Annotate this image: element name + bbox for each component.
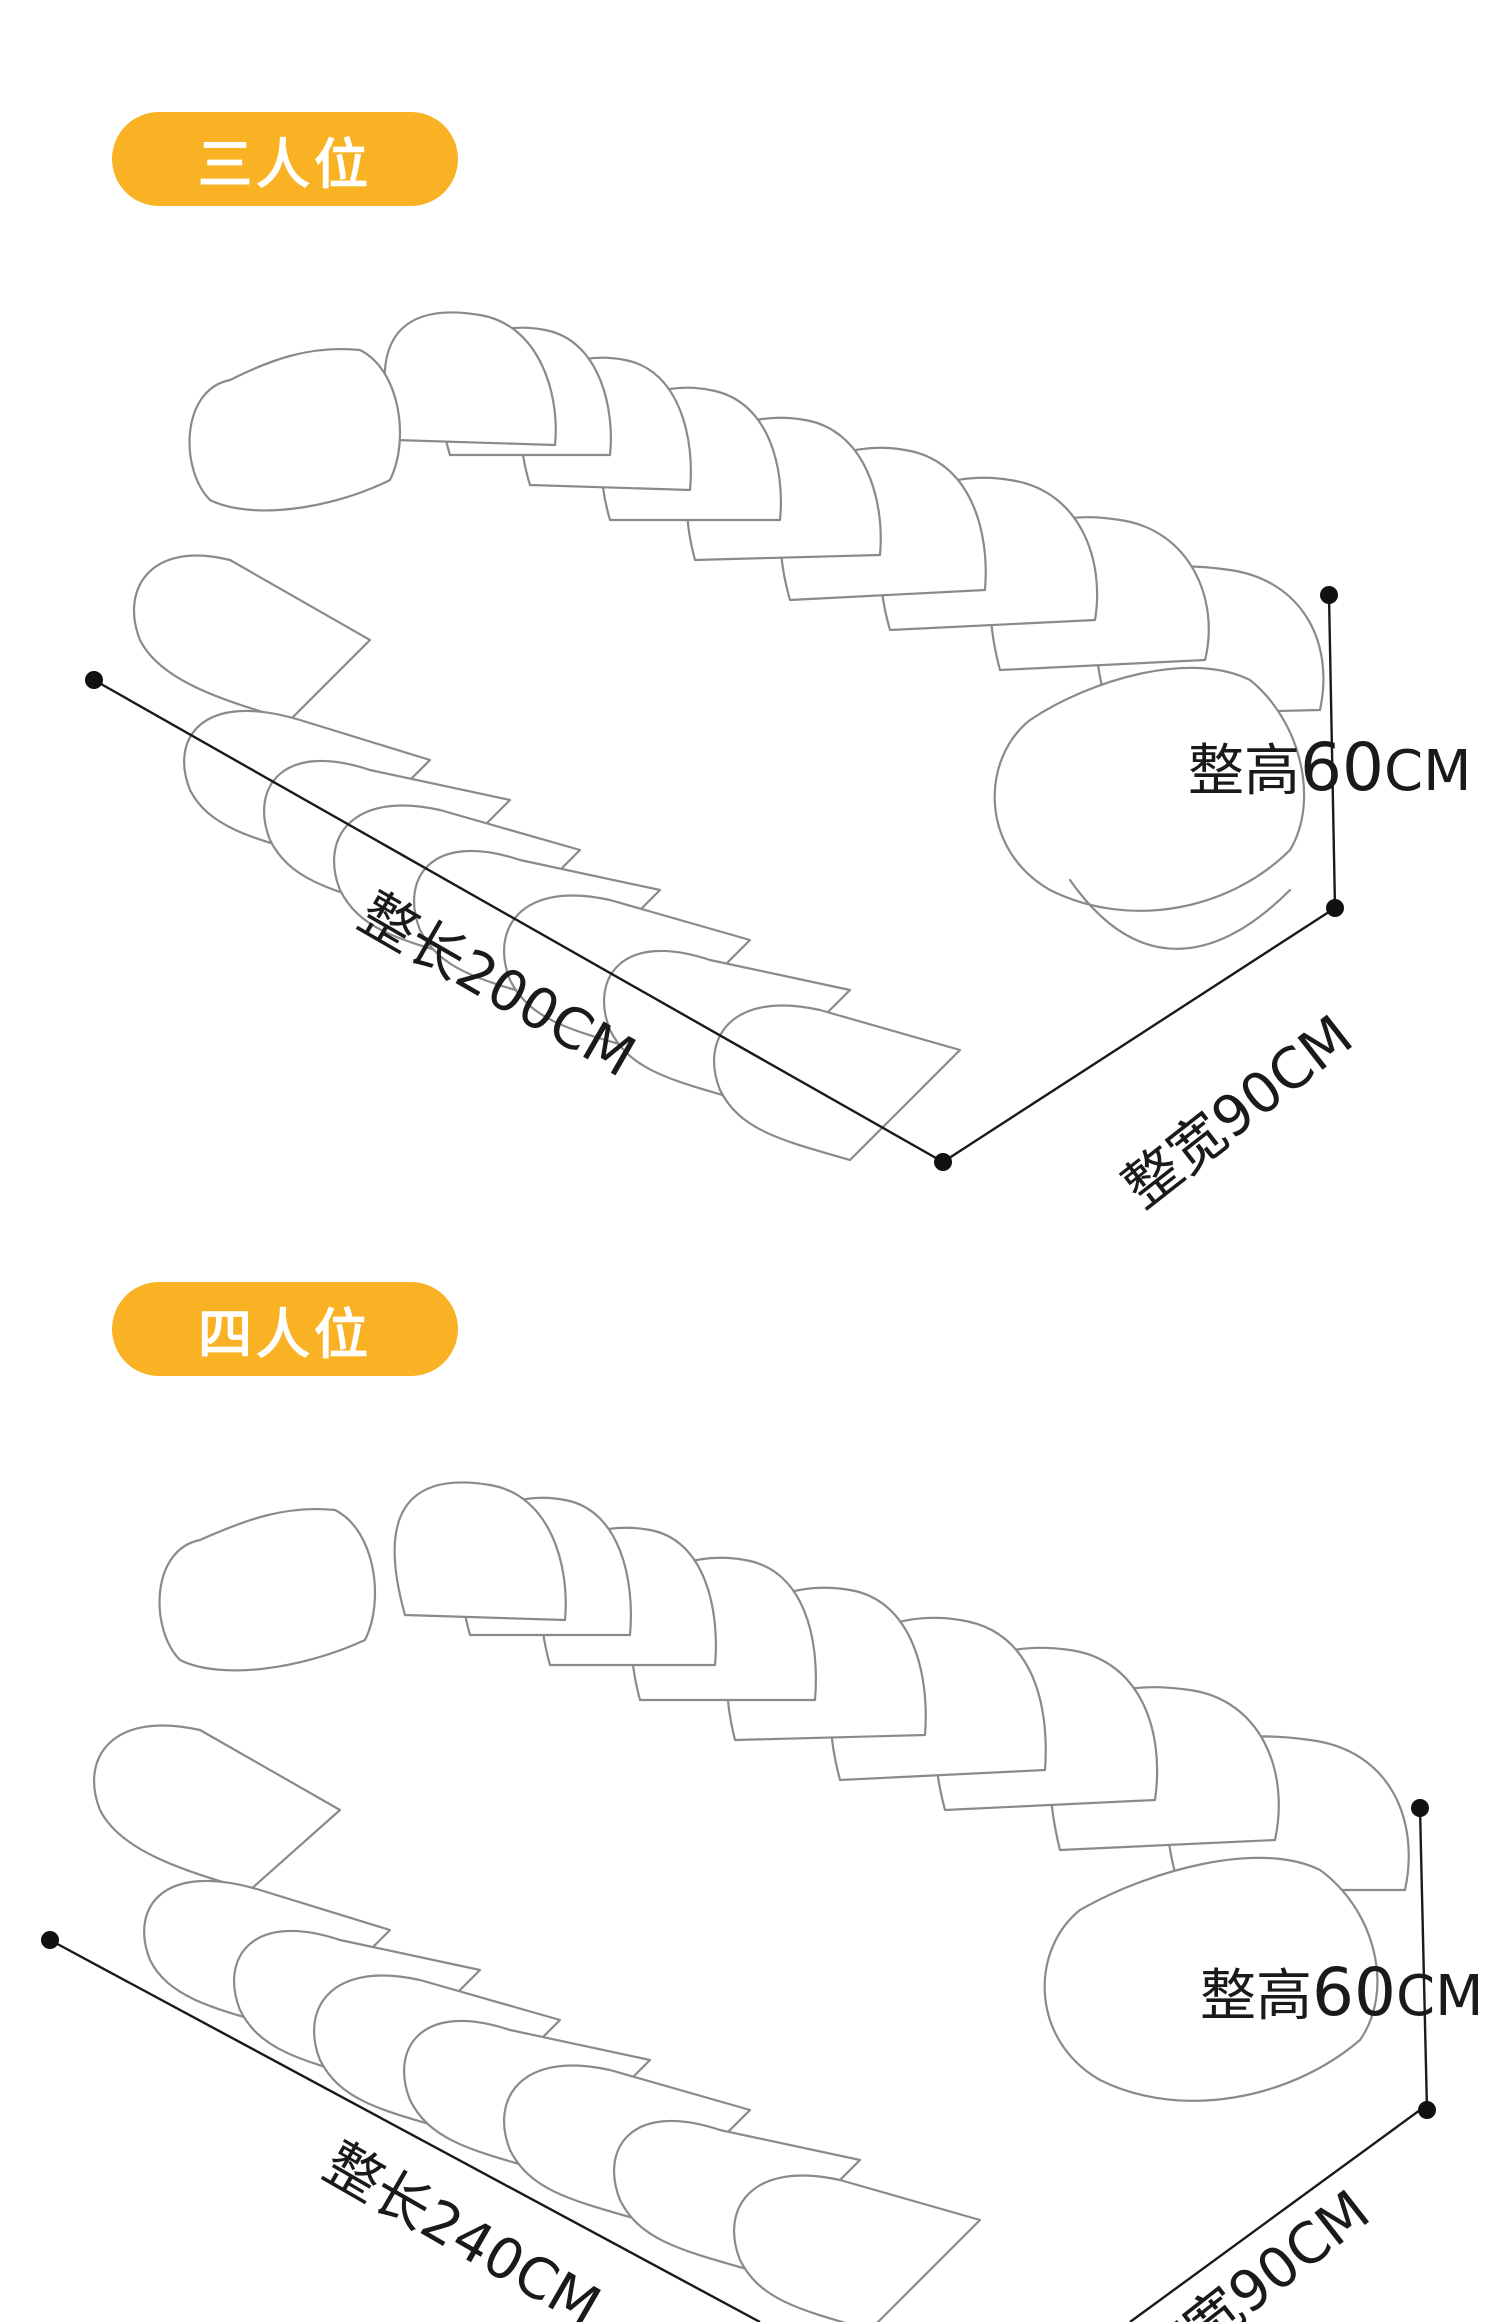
length-endpoint-left: [41, 1931, 59, 1949]
height-unit: CM: [1384, 739, 1471, 804]
section-three-seater: 三人位: [85, 112, 1471, 1221]
height-dimension-label: 整高60CM: [1200, 1954, 1483, 2031]
height-unit: CM: [1396, 1964, 1483, 2029]
seat-type-label: 三人位: [198, 132, 372, 196]
height-number: 60: [1300, 729, 1384, 806]
section-four-seater: 四人位: [0, 1170, 1500, 2322]
width-endpoint: [1418, 2101, 1436, 2119]
seat-type-badge: 四人位: [112, 1282, 458, 1376]
seat-type-badge: 三人位: [112, 112, 458, 206]
height-prefix: 整高: [1188, 739, 1300, 804]
seat-type-label: 四人位: [198, 1302, 372, 1366]
height-dimension-label: 整高60CM: [1188, 729, 1471, 806]
height-prefix: 整高: [1200, 1964, 1312, 2029]
width-endpoint: [1326, 899, 1344, 917]
sofa-outline: [92, 1481, 1410, 2322]
dimension-lines: [85, 586, 1344, 1171]
length-endpoint-left: [85, 671, 103, 689]
sofa-outline: [132, 311, 1325, 1162]
length-endpoint-right: [934, 1153, 952, 1171]
height-endpoint-top: [1411, 1799, 1429, 1817]
dimension-lines: [41, 1799, 1436, 2322]
height-number: 60: [1312, 1954, 1396, 2031]
height-endpoint-top: [1320, 586, 1338, 604]
sofa-dimension-drawing: 整长240CM 整高60CM 整宽90CM: [41, 1481, 1483, 2322]
width-dimension-label: 整宽90CM: [1129, 2178, 1382, 2322]
sofa-dimension-drawing: 整长200CM 整高60CM 整宽90CM: [85, 311, 1471, 1221]
